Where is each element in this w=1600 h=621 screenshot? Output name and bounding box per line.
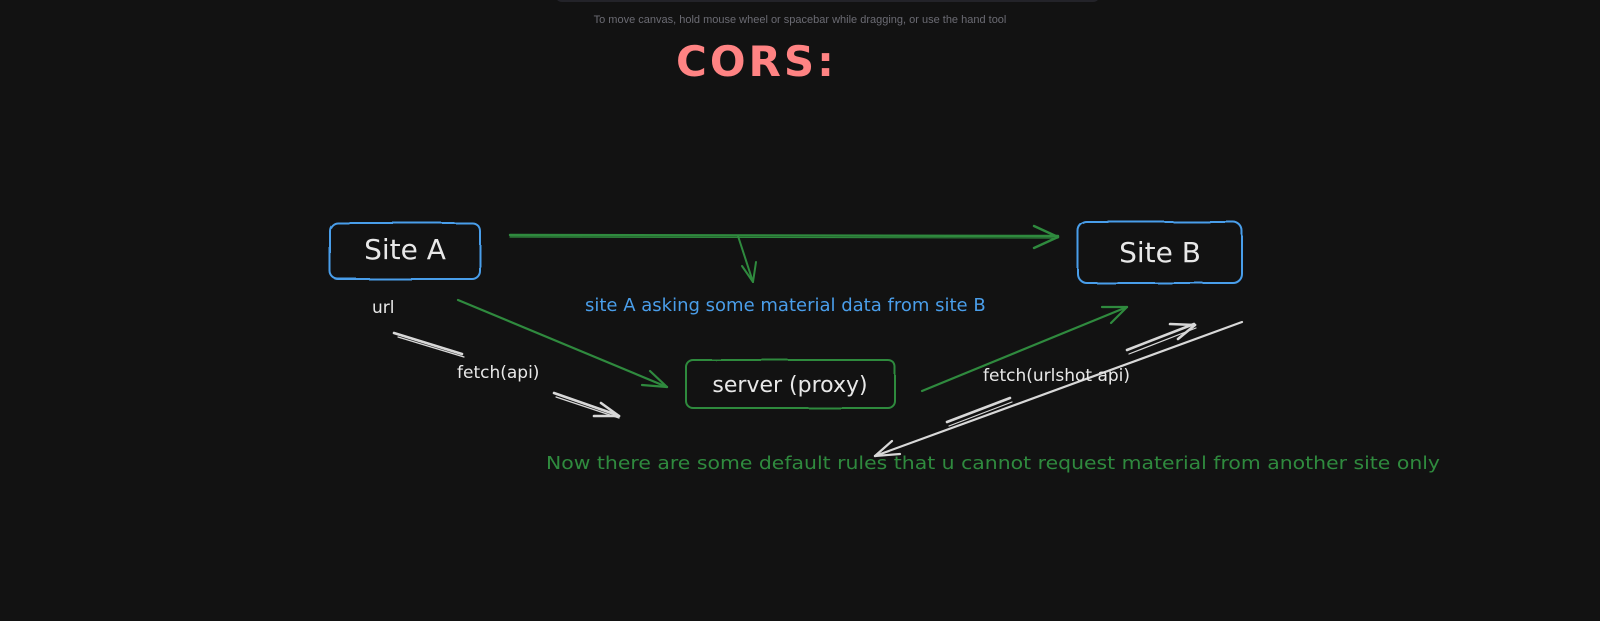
arrow-fetch-urlshot-up[interactable]	[945, 322, 1197, 427]
server-node[interactable]: server (proxy)	[685, 359, 896, 409]
site-a-label: Site A	[364, 233, 446, 266]
server-label: server (proxy)	[712, 373, 867, 398]
fetch-api-label[interactable]: fetch(api)	[457, 363, 539, 383]
arrow-to-note[interactable]	[737, 235, 757, 283]
site-b-node[interactable]: Site B	[1077, 221, 1243, 284]
site-a-box[interactable]	[329, 222, 481, 280]
arrow-server-to-site-b[interactable]	[920, 305, 1129, 393]
site-b-label: Site B	[1119, 236, 1201, 269]
canvas-hint: To move canvas, hold mouse wheel or spac…	[593, 14, 1007, 26]
site-a-asking-note[interactable]: site A asking some material data from si…	[585, 295, 986, 316]
default-rules-note[interactable]: Now there are some default rules that u …	[546, 453, 1440, 474]
arrow-site-a-to-server[interactable]	[456, 298, 669, 389]
url-label[interactable]: url	[372, 298, 395, 318]
site-a-node[interactable]: Site A	[329, 222, 481, 280]
arrow-site-a-to-site-b[interactable]	[508, 224, 1060, 250]
site-b-box[interactable]	[1077, 221, 1243, 284]
server-box[interactable]	[685, 359, 896, 409]
toolbar-edge	[555, 0, 1100, 2]
arrow-fetch-api[interactable]	[392, 331, 621, 419]
arrow-response[interactable]	[873, 320, 1244, 458]
diagram-title[interactable]: CORS:	[676, 37, 837, 86]
fetch-urlshot-label[interactable]: fetch(urlshot api)	[983, 366, 1130, 386]
